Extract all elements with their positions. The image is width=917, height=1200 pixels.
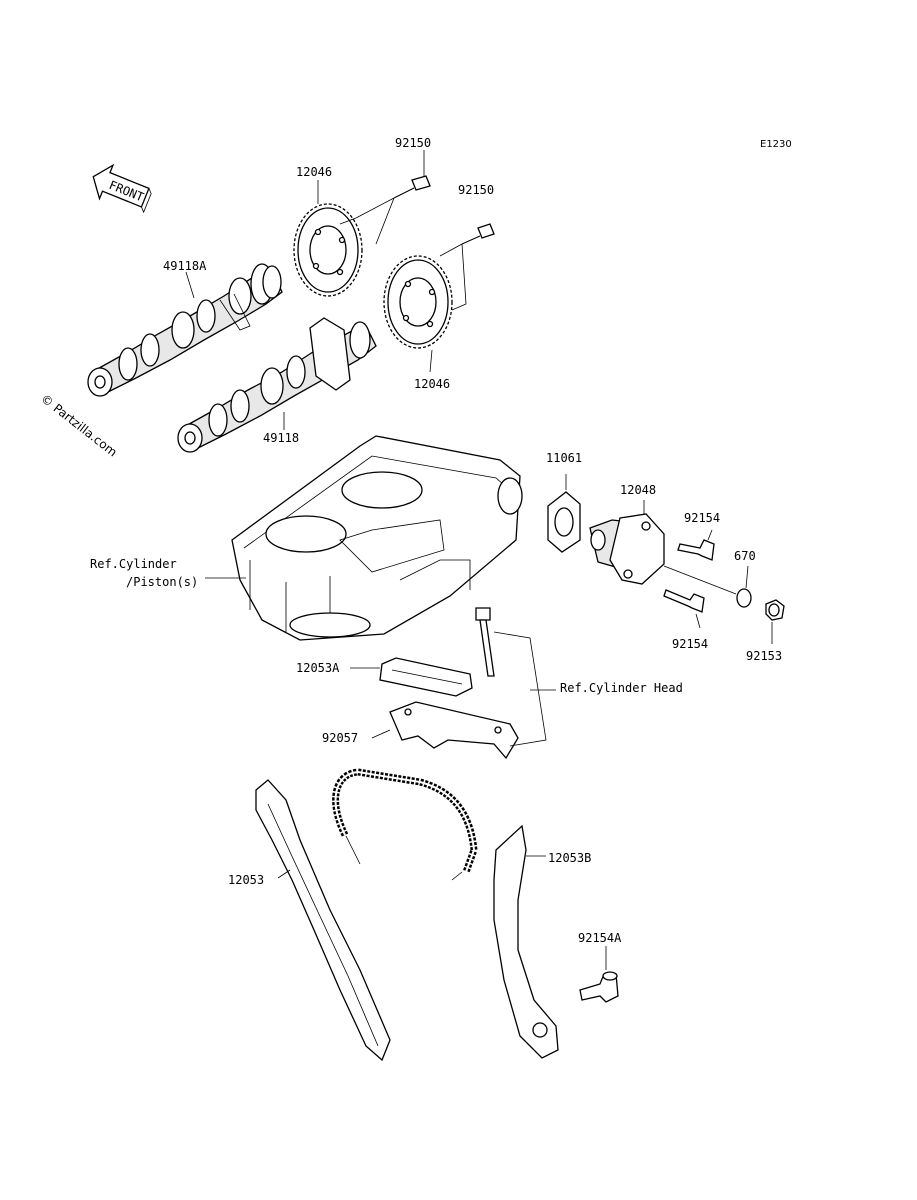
label-12053b: 12053B (548, 851, 591, 865)
label-92154-lower: 92154 (672, 637, 708, 651)
head-bolt (475, 607, 495, 677)
camshaft-49118a (87, 263, 283, 397)
label-ref-cylinder-head: Ref.Cylinder Head (560, 681, 683, 695)
cap-92153 (765, 599, 785, 621)
label-49118a: 49118A (163, 259, 207, 273)
label-11061: 11061 (546, 451, 582, 465)
bolt-92154a (579, 971, 619, 1003)
label-92154a: 92154A (578, 931, 622, 945)
label-92153: 92153 (746, 649, 782, 663)
label-ref-piston: /Piston(s) (126, 575, 198, 589)
guide-92057 (389, 701, 519, 760)
label-12048: 12048 (620, 483, 656, 497)
label-12046-upper: 12046 (296, 165, 332, 179)
label-92154-upper: 92154 (684, 511, 720, 525)
bolt-92150-upper (393, 175, 431, 199)
bolt-92150-lower (461, 223, 495, 245)
bolt-92154-lower (663, 589, 705, 613)
sprocket-12046-upper (293, 203, 363, 297)
camshaft-49118 (177, 317, 377, 453)
bolt-92154-upper (677, 539, 715, 561)
label-92150-upper: 92150 (395, 136, 431, 150)
guide-12053a (379, 657, 473, 697)
tensioner-12048 (589, 513, 665, 585)
timing-chain (332, 768, 478, 881)
label-12046-lower: 12046 (414, 377, 450, 391)
label-12053a: 12053A (296, 661, 340, 675)
label-92150-lower: 92150 (458, 183, 494, 197)
guide-12053b (493, 824, 559, 1059)
gasket-11061 (547, 491, 581, 553)
guide-12053 (255, 779, 391, 1062)
diagram-code: E1230 (760, 139, 792, 150)
label-ref-cylinder: Ref.Cylinder (90, 557, 177, 571)
watermark: © Partzilla.com (38, 391, 120, 459)
label-670: 670 (734, 549, 756, 563)
label-49118: 49118 (263, 431, 299, 445)
sprocket-12046-lower (383, 255, 453, 349)
cylinder-head (231, 435, 523, 641)
label-92057: 92057 (322, 731, 358, 745)
o-ring-670 (736, 588, 752, 608)
label-12053: 12053 (228, 873, 264, 887)
front-arrow-icon: FRONT (92, 163, 152, 214)
